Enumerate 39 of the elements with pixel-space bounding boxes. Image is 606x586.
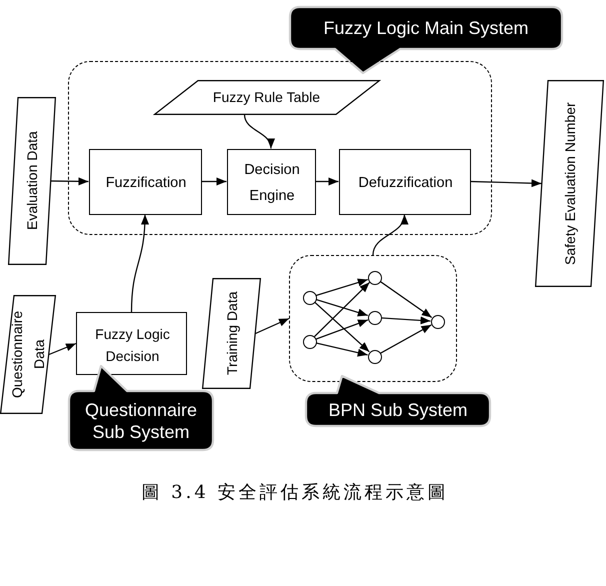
process-box: Fuzzification	[88, 148, 202, 214]
arrow	[316, 342, 368, 357]
arrow	[202, 178, 226, 186]
dashed-frame	[289, 255, 457, 382]
dashed-frame	[68, 61, 492, 235]
data-parallelogram: Evaluation Data	[8, 97, 56, 265]
arrow	[314, 302, 370, 352]
callout-bubble: Questionnaire Sub System	[68, 365, 215, 452]
callout-bubble: BPN Sub System	[305, 375, 492, 428]
neuron-circle	[302, 334, 316, 348]
neuron-circle	[368, 310, 382, 324]
neuron-circle	[302, 290, 316, 304]
neuron-circle	[368, 350, 382, 364]
callout-bubble: Fuzzy Logic Main System	[289, 5, 564, 76]
arrow	[316, 278, 368, 296]
arrow	[314, 282, 370, 338]
arrow	[316, 298, 368, 316]
data-parallelogram: Safety Evaluation Number	[535, 80, 604, 287]
data-parallelogram: Training Data	[202, 278, 261, 389]
arrow	[316, 178, 338, 186]
neuron-circle	[368, 270, 382, 284]
arrow	[381, 316, 431, 324]
data-parallelogram: Questionnaire Data	[0, 295, 56, 414]
arrow	[372, 214, 408, 256]
arrow	[130, 214, 149, 312]
arrow	[316, 319, 368, 340]
arrow	[244, 114, 274, 149]
arrow	[255, 318, 290, 334]
data-parallelogram: Fuzzy Rule Table	[154, 80, 380, 114]
arrow	[380, 281, 432, 318]
neuron-circle	[430, 314, 444, 328]
process-box: Defuzzification	[338, 148, 470, 214]
arrow	[380, 324, 432, 354]
arrow	[48, 342, 76, 356]
arrow	[51, 177, 88, 186]
process-box: Decision Engine	[226, 148, 316, 214]
process-box: Fuzzy Logic Decision	[76, 312, 187, 375]
figure-caption: 圖 3.4 安全評估系統流程示意圖	[141, 482, 449, 504]
arrow	[470, 179, 542, 188]
